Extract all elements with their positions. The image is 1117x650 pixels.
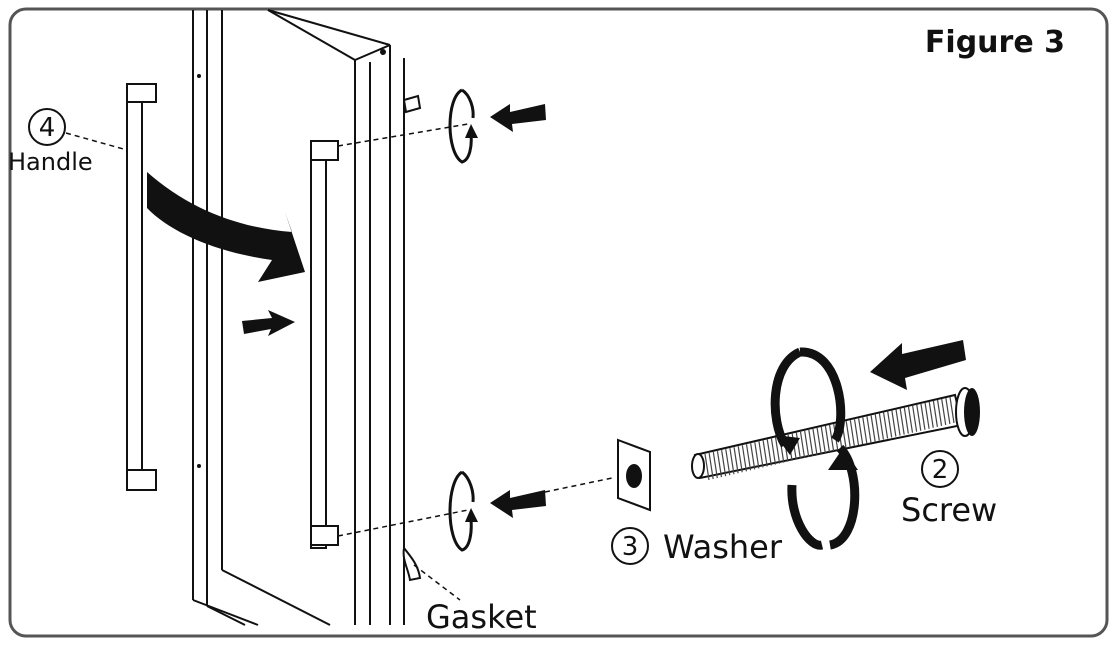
- top-rotate-back-icon: [461, 88, 475, 119]
- bottom-rotate-back-icon: [461, 470, 475, 503]
- screw-thread: [750, 443, 756, 470]
- callout-3-number: 3: [622, 532, 639, 562]
- screw-thread: [853, 419, 860, 446]
- screw-thread: [903, 407, 909, 434]
- top-rotate-arrowhead-icon: [465, 124, 478, 138]
- door-frame: [192, 9, 405, 626]
- screw-thread: [754, 442, 760, 469]
- screw-thread: [874, 414, 880, 441]
- screw-thread: [766, 439, 772, 466]
- screw-rotate-arrowhead-bottom-icon: [828, 448, 858, 470]
- screw-thread: [945, 397, 951, 425]
- screw-thread: [812, 428, 818, 455]
- screw-thread: [795, 432, 801, 459]
- callout-4-number: 4: [39, 113, 56, 143]
- screw-thread: [708, 452, 714, 480]
- bottom-rotate-arrow-icon: [448, 470, 473, 552]
- handle-leader-line: [65, 132, 128, 151]
- screw-thread: [808, 429, 814, 456]
- screw-label: Screw: [901, 491, 997, 529]
- screw-thread: [866, 416, 872, 443]
- screw-thread: [916, 404, 922, 431]
- top-axis-dashed-line: [337, 123, 469, 147]
- screw-thread: [804, 430, 810, 457]
- washer-label: Washer: [663, 528, 783, 566]
- screw-thread: [882, 412, 889, 439]
- screw-thread: [741, 445, 747, 472]
- callout-2-circle: [921, 450, 959, 488]
- screw-thread: [891, 410, 897, 437]
- screw-thread: [775, 437, 781, 464]
- screw-thread: [932, 400, 938, 427]
- callout-2-number: 2: [932, 455, 949, 485]
- top-push-arrow-icon: [490, 104, 546, 132]
- callout-3-circle: [611, 527, 649, 565]
- screw-thread: [858, 418, 864, 445]
- screw-thread: [828, 424, 835, 452]
- screw-thread: [887, 411, 893, 438]
- screw-thread: [770, 438, 777, 465]
- screw-thread: [912, 405, 918, 432]
- screw-thread: [820, 426, 826, 454]
- screw-rotate-ring-bottom-icon: [787, 484, 824, 550]
- screw-thread: [949, 396, 955, 424]
- screw-thread: [920, 403, 926, 430]
- screw-thread: [816, 427, 822, 455]
- screw-thread: [924, 402, 930, 429]
- screw-thread: [870, 415, 876, 442]
- screw-thread: [716, 451, 723, 478]
- curved-arrow-icon: [147, 172, 305, 282]
- bottom-rotate-arrowhead-icon: [465, 508, 478, 522]
- screw-thread: [849, 420, 855, 447]
- screw-thread: [737, 446, 743, 473]
- handle-mounted: [310, 140, 339, 549]
- screw-push-arrow-icon: [870, 340, 966, 390]
- gasket-leader-line: [413, 564, 461, 601]
- gasket-label: Gasket: [426, 598, 537, 636]
- washer-part: [617, 438, 651, 512]
- screw-thread: [762, 440, 768, 467]
- figure-border: [8, 7, 1109, 638]
- screw-thread: [733, 447, 739, 474]
- screw-thread: [862, 417, 868, 444]
- screw-thread: [878, 413, 884, 440]
- top-rotate-arrow-icon: [448, 88, 473, 164]
- screw-thread: [712, 451, 718, 479]
- washer-axis-dashed-line: [544, 477, 613, 493]
- handle-label: Handle: [8, 148, 93, 176]
- screw-rotate-arrowhead-top-icon: [775, 435, 800, 455]
- screw-thread: [721, 450, 727, 477]
- screw-thread: [895, 409, 901, 436]
- screw-thread: [907, 406, 914, 433]
- bottom-axis-dashed-line: [337, 509, 469, 537]
- screw-rotate-ring-back-icon: [799, 347, 846, 443]
- push-arrow-icon: [242, 310, 295, 336]
- top-bolt-stub-icon: [402, 94, 422, 114]
- screw-thread: [758, 441, 764, 468]
- screw-thread: [941, 398, 947, 426]
- screw-thread: [899, 408, 905, 435]
- screw-thread: [845, 421, 851, 448]
- screw-thread: [936, 399, 943, 426]
- screw-thread: [729, 448, 735, 475]
- screw-thread: [928, 401, 934, 428]
- bottom-push-arrow-icon: [490, 490, 546, 518]
- gasket-shape: [402, 545, 422, 582]
- screw-thread: [824, 425, 831, 453]
- handle-left: [126, 83, 157, 491]
- screw-thread: [799, 431, 806, 458]
- screw-thread: [745, 444, 752, 471]
- screw-part: [691, 387, 980, 481]
- figure-title: Figure 3: [925, 25, 1065, 60]
- callout-4-circle: [28, 108, 66, 146]
- screw-thread: [704, 453, 710, 481]
- screw-thread: [725, 449, 731, 476]
